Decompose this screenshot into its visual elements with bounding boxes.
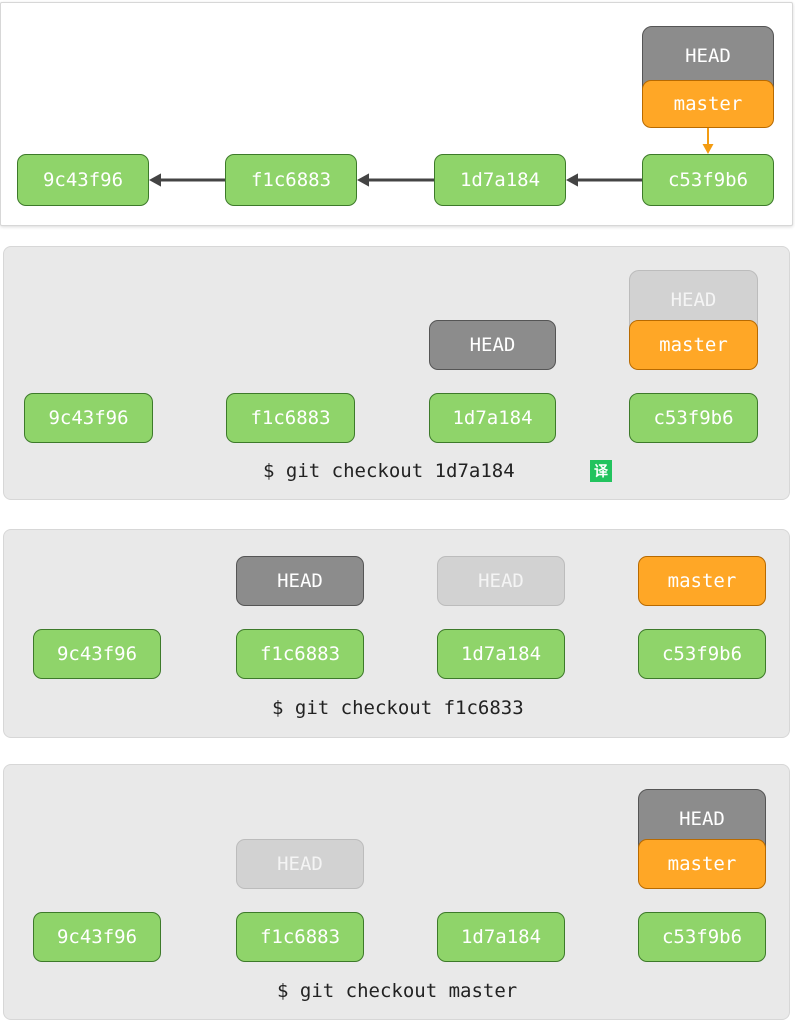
- commit-parent-arrow: [566, 173, 642, 187]
- commit-node: 1d7a184: [434, 154, 566, 206]
- master-branch-label: master: [642, 80, 774, 128]
- translate-badge-icon[interactable]: 译: [590, 460, 612, 482]
- head-pointer-previous: HEAD: [437, 556, 565, 606]
- commit-node: f1c6883: [236, 629, 364, 679]
- commit-node: 9c43f96: [33, 912, 161, 962]
- master-to-commit-arrow: [702, 128, 714, 154]
- commit-node: f1c6883: [226, 393, 355, 443]
- commit-node: c53f9b6: [638, 629, 766, 679]
- commit-node: 1d7a184: [429, 393, 556, 443]
- commit-node: c53f9b6: [638, 912, 766, 962]
- master-branch-label: master: [638, 556, 766, 606]
- master-branch-label: master: [638, 839, 766, 889]
- commit-node: 1d7a184: [437, 912, 565, 962]
- commit-node: c53f9b6: [642, 154, 774, 206]
- command-text: $ git checkout 1d7a184: [263, 460, 515, 482]
- head-pointer: HEAD: [236, 556, 364, 606]
- head-pointer: HEAD: [429, 320, 556, 370]
- head-pointer-previous: HEAD: [236, 839, 364, 889]
- command-text: $ git checkout master: [277, 980, 518, 1002]
- commit-parent-arrow: [357, 173, 434, 187]
- commit-parent-arrow: [149, 173, 225, 187]
- master-branch-label: master: [629, 320, 758, 370]
- commit-node: 1d7a184: [437, 629, 565, 679]
- commit-node: f1c6883: [236, 912, 364, 962]
- commit-node: 9c43f96: [33, 629, 161, 679]
- commit-node: f1c6883: [225, 154, 357, 206]
- commit-node: 9c43f96: [24, 393, 153, 443]
- commit-node: 9c43f96: [17, 154, 149, 206]
- commit-node: c53f9b6: [629, 393, 758, 443]
- command-text: $ git checkout f1c6833: [272, 697, 524, 719]
